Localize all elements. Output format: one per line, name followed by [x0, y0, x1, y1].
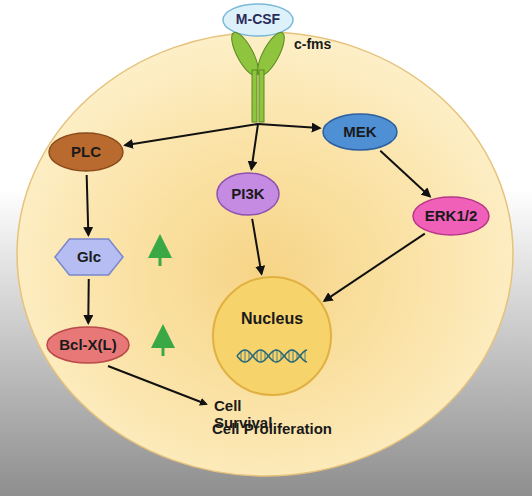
receptor-part: [252, 70, 257, 122]
kinase-ellipse: ERK1/2: [412, 196, 490, 236]
shape-outline: [55, 239, 123, 275]
survival-arrow: [108, 366, 206, 404]
signal-arrow: [87, 279, 90, 323]
dna-rung: [253, 355, 254, 357]
dna-rung: [281, 352, 282, 359]
cell-body: [17, 32, 513, 476]
dna-rung: [257, 351, 258, 360]
molecule-hexagon: Glc: [54, 238, 124, 276]
node-label: Nucleus: [212, 310, 332, 328]
protein-ellipse: Bcl-X(L): [46, 326, 130, 364]
shape-outline: [413, 197, 489, 235]
dna-rung: [245, 350, 246, 362]
dna-strand: [237, 350, 307, 362]
dna-rung: [285, 355, 286, 357]
enzyme-ellipse: PLC: [48, 132, 124, 172]
nucleus-circle: Nucleus: [212, 276, 332, 396]
shape-outline: [323, 114, 397, 150]
node-label: MEK: [322, 123, 398, 140]
shape-svg: [212, 276, 332, 396]
signal-arrow: [87, 175, 89, 235]
node-label: M-CSF: [222, 11, 294, 27]
dna-rung: [305, 351, 306, 361]
node-label: ERK1/2: [412, 207, 490, 224]
signal-arrow: [252, 219, 261, 274]
dna-rung: [261, 350, 262, 362]
shape-svg: [226, 30, 290, 122]
dna-rung: [297, 353, 298, 359]
shape-outline: [223, 4, 293, 36]
kinase-ellipse: MEK: [322, 113, 398, 151]
increase-arrow: [159, 246, 162, 266]
ligand-ellipse: M-CSF: [222, 3, 294, 37]
signal-arrow: [380, 151, 430, 197]
dna-strand: [237, 350, 307, 362]
dna-rung: [249, 352, 250, 360]
dna-rung: [293, 350, 294, 362]
shape-outline: [47, 327, 129, 363]
shape-outline: [213, 277, 331, 395]
signal-arrow: [258, 124, 320, 128]
receptor-part: [253, 29, 290, 79]
receptor-part: [259, 70, 264, 122]
node-label: PLC: [48, 143, 124, 160]
dna-rung: [289, 351, 290, 361]
dna-rung: [273, 351, 274, 361]
outcome-label: Cell Proliferation: [192, 420, 352, 437]
receptor: c-fms: [226, 30, 290, 122]
node-label: Glc: [54, 248, 124, 265]
signal-arrow: [125, 124, 258, 145]
kinase-ellipse: PI3K: [216, 172, 280, 216]
shape-outline: [217, 173, 279, 215]
node-label: PI3K: [216, 185, 280, 202]
increase-arrow: [162, 336, 165, 356]
dna-rung: [269, 355, 270, 356]
dna-rung: [265, 352, 266, 360]
signal-arrow: [251, 124, 258, 169]
node-label: c-fms: [294, 36, 331, 52]
dna-rung: [277, 350, 278, 362]
signal-arrow: [324, 234, 424, 301]
shape-outline: [49, 133, 123, 171]
node-label: Bcl-X(L): [46, 336, 130, 353]
dna-rung: [301, 355, 302, 358]
dna-rung: [241, 352, 242, 361]
